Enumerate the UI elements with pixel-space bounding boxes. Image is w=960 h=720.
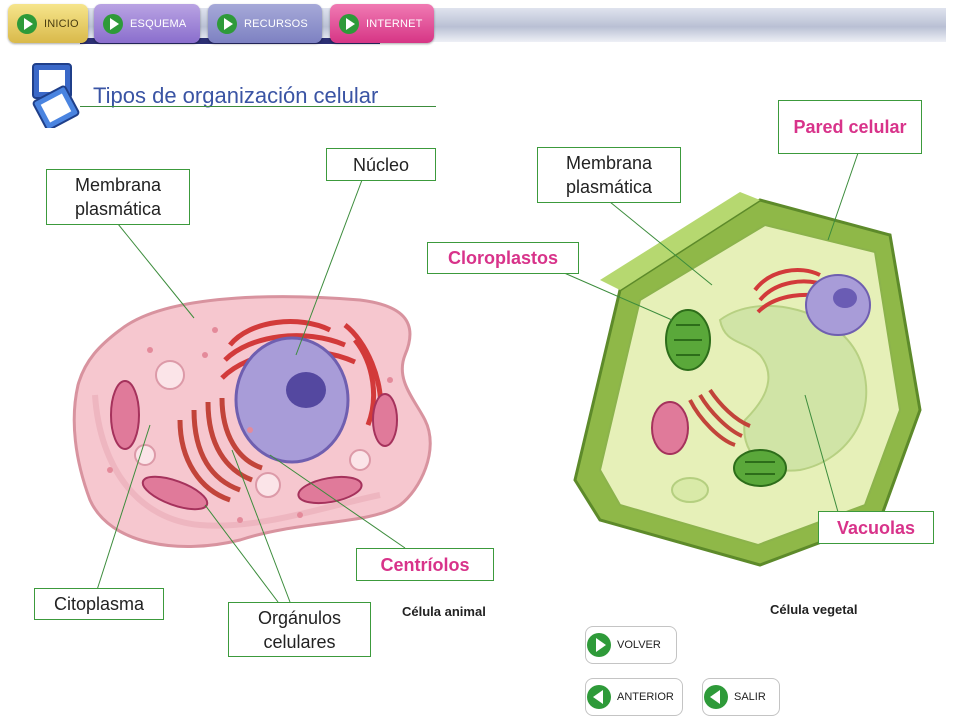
play-icon bbox=[217, 13, 237, 34]
plant-chloroplast bbox=[733, 449, 787, 487]
label-text: Vacuolas bbox=[836, 517, 916, 538]
back-arrow-icon bbox=[704, 685, 728, 709]
animal-vesicles bbox=[134, 360, 371, 498]
tab-recursos[interactable]: RECURSOS bbox=[208, 4, 322, 43]
leader-lines bbox=[96, 152, 859, 603]
anterior-label: ANTERIOR bbox=[617, 691, 674, 703]
label-organulos-celulares: Orgánulos celulares bbox=[228, 602, 371, 657]
play-icon bbox=[17, 13, 37, 34]
animal-cell-illustration bbox=[72, 295, 432, 549]
play-icon bbox=[103, 13, 123, 34]
label-cloroplastos: Cloroplastos bbox=[427, 242, 579, 274]
label-text: Orgánulos celulares bbox=[257, 607, 342, 652]
slides-icon bbox=[32, 63, 80, 128]
plant-chloroplast bbox=[665, 309, 711, 371]
label-text: Cloroplastos bbox=[447, 248, 558, 268]
tab-inicio[interactable]: INICIO bbox=[8, 4, 88, 43]
leader-line-pared bbox=[827, 152, 859, 241]
leader-line-citoplasma bbox=[96, 424, 151, 591]
animal-mitochondrion bbox=[372, 393, 398, 447]
salir-label: SALIR bbox=[734, 691, 766, 703]
leader-line-nucleo bbox=[295, 179, 363, 356]
leader-line-vacuolas bbox=[804, 394, 839, 513]
label-citoplasma: Citoplasma bbox=[34, 588, 164, 620]
animal-nucleolus bbox=[286, 372, 326, 408]
animal-golgi bbox=[177, 397, 263, 503]
tab-label: RECURSOS bbox=[244, 17, 308, 30]
label-text: Citoplasma bbox=[53, 594, 145, 614]
label-text: Membrana plasmática bbox=[74, 175, 162, 219]
tab-label: ESQUEMA bbox=[130, 17, 187, 30]
anterior-button[interactable]: ANTERIOR bbox=[585, 678, 683, 716]
leader-line-cloroplastos bbox=[561, 271, 673, 321]
label-membrana-plasmatica-vegetal: Membrana plasmática bbox=[537, 147, 681, 203]
page-title: Tipos de organización celular bbox=[93, 83, 379, 108]
label-text: Núcleo bbox=[352, 154, 410, 175]
leader-line-organulos-2 bbox=[231, 449, 291, 603]
leader-line-membrana-animal bbox=[117, 223, 195, 319]
animal-mitochondrion bbox=[110, 380, 140, 450]
tab-label: INICIO bbox=[44, 17, 79, 30]
tab-esquema[interactable]: ESQUEMA bbox=[94, 4, 200, 43]
animal-mitochondrion bbox=[297, 475, 363, 505]
label-text: Centríolos bbox=[380, 554, 470, 575]
title-underline bbox=[80, 106, 436, 107]
leader-line-organulos-1 bbox=[204, 504, 279, 603]
label-centriolos: Centríolos bbox=[356, 548, 494, 581]
label-text: Membrana plasmática bbox=[565, 153, 653, 197]
tab-label: INTERNET bbox=[366, 17, 423, 30]
salir-button[interactable]: SALIR bbox=[702, 678, 780, 716]
label-membrana-plasmatica-animal: Membrana plasmática bbox=[46, 169, 190, 225]
volver-button[interactable]: VOLVER bbox=[585, 626, 677, 664]
animal-mitochondrion bbox=[141, 475, 209, 511]
back-arrow-icon bbox=[587, 685, 611, 709]
tab-internet[interactable]: INTERNET bbox=[330, 4, 434, 43]
top-navigation-bar: INICIO ESQUEMA RECURSOS INTERNET bbox=[0, 0, 960, 48]
label-text: Pared celular bbox=[793, 117, 907, 137]
leader-line-membrana-vegetal bbox=[609, 201, 713, 286]
caption-celula-animal: Célula animal bbox=[402, 604, 486, 619]
caption-celula-vegetal: Célula vegetal bbox=[770, 602, 858, 617]
label-nucleo: Núcleo bbox=[326, 148, 436, 181]
plant-cell-illustration bbox=[573, 192, 922, 567]
label-vacuolas: Vacuolas bbox=[818, 511, 934, 544]
play-icon bbox=[339, 13, 359, 34]
plant-golgi bbox=[688, 388, 751, 447]
label-pared-celular: Pared celular bbox=[778, 100, 922, 154]
volver-label: VOLVER bbox=[617, 639, 661, 651]
play-icon bbox=[587, 633, 611, 657]
plant-mitochondrion bbox=[651, 401, 689, 455]
animal-ribosomes bbox=[107, 327, 393, 523]
leader-line-centriolos bbox=[269, 454, 406, 549]
